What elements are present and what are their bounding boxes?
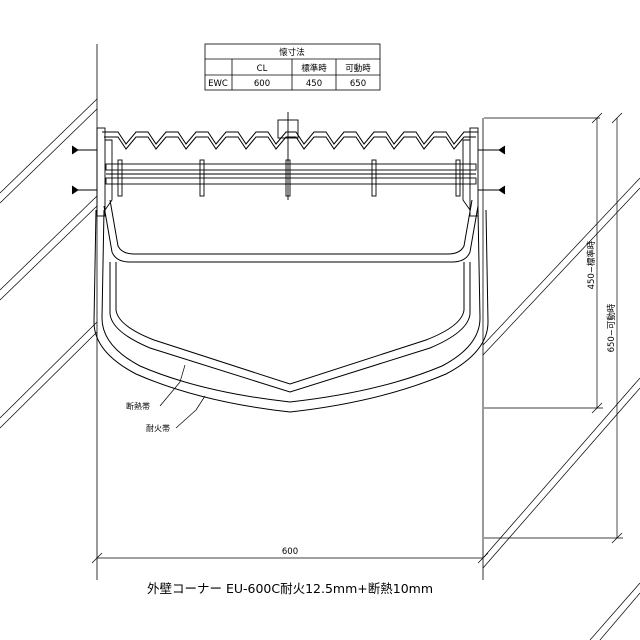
dim-movable: 650−可動時	[606, 303, 617, 352]
table-header-standard: 標準時	[301, 63, 327, 74]
table-cell-model: EWC	[208, 79, 228, 89]
clearance-table	[204, 43, 381, 91]
table-title: 懐寸法	[279, 47, 305, 58]
table-header-movable: 可動時	[345, 63, 371, 74]
frame-rails	[105, 159, 477, 197]
leader-lines	[159, 364, 206, 429]
table-cell-movable: 650	[350, 79, 366, 89]
label-insulation: 断熱帯	[126, 401, 150, 411]
insulation-band	[109, 262, 471, 393]
horizontal-dimension	[91, 552, 489, 564]
wall-hatching	[0, 98, 640, 640]
table-cell-standard: 450	[306, 79, 322, 89]
dim-standard: 450−標準時	[586, 240, 597, 289]
table-cell-cl: 600	[254, 79, 270, 89]
drawing-caption: 外壁コーナー EU-600C耐火12.5mm+断熱10mm	[147, 581, 433, 596]
upper-body	[103, 199, 479, 263]
right-bracket	[462, 127, 506, 217]
dim-width: 600	[282, 547, 298, 557]
label-fireproof: 耐火帯	[146, 423, 170, 433]
table-header-cl: CL	[257, 64, 268, 74]
fireproof-band	[93, 209, 489, 413]
vertical-dimensions	[484, 112, 623, 544]
cover-plate	[102, 131, 478, 150]
left-bracket	[71, 127, 113, 217]
wall-boundaries	[96, 44, 600, 580]
center-fixing	[277, 112, 299, 200]
